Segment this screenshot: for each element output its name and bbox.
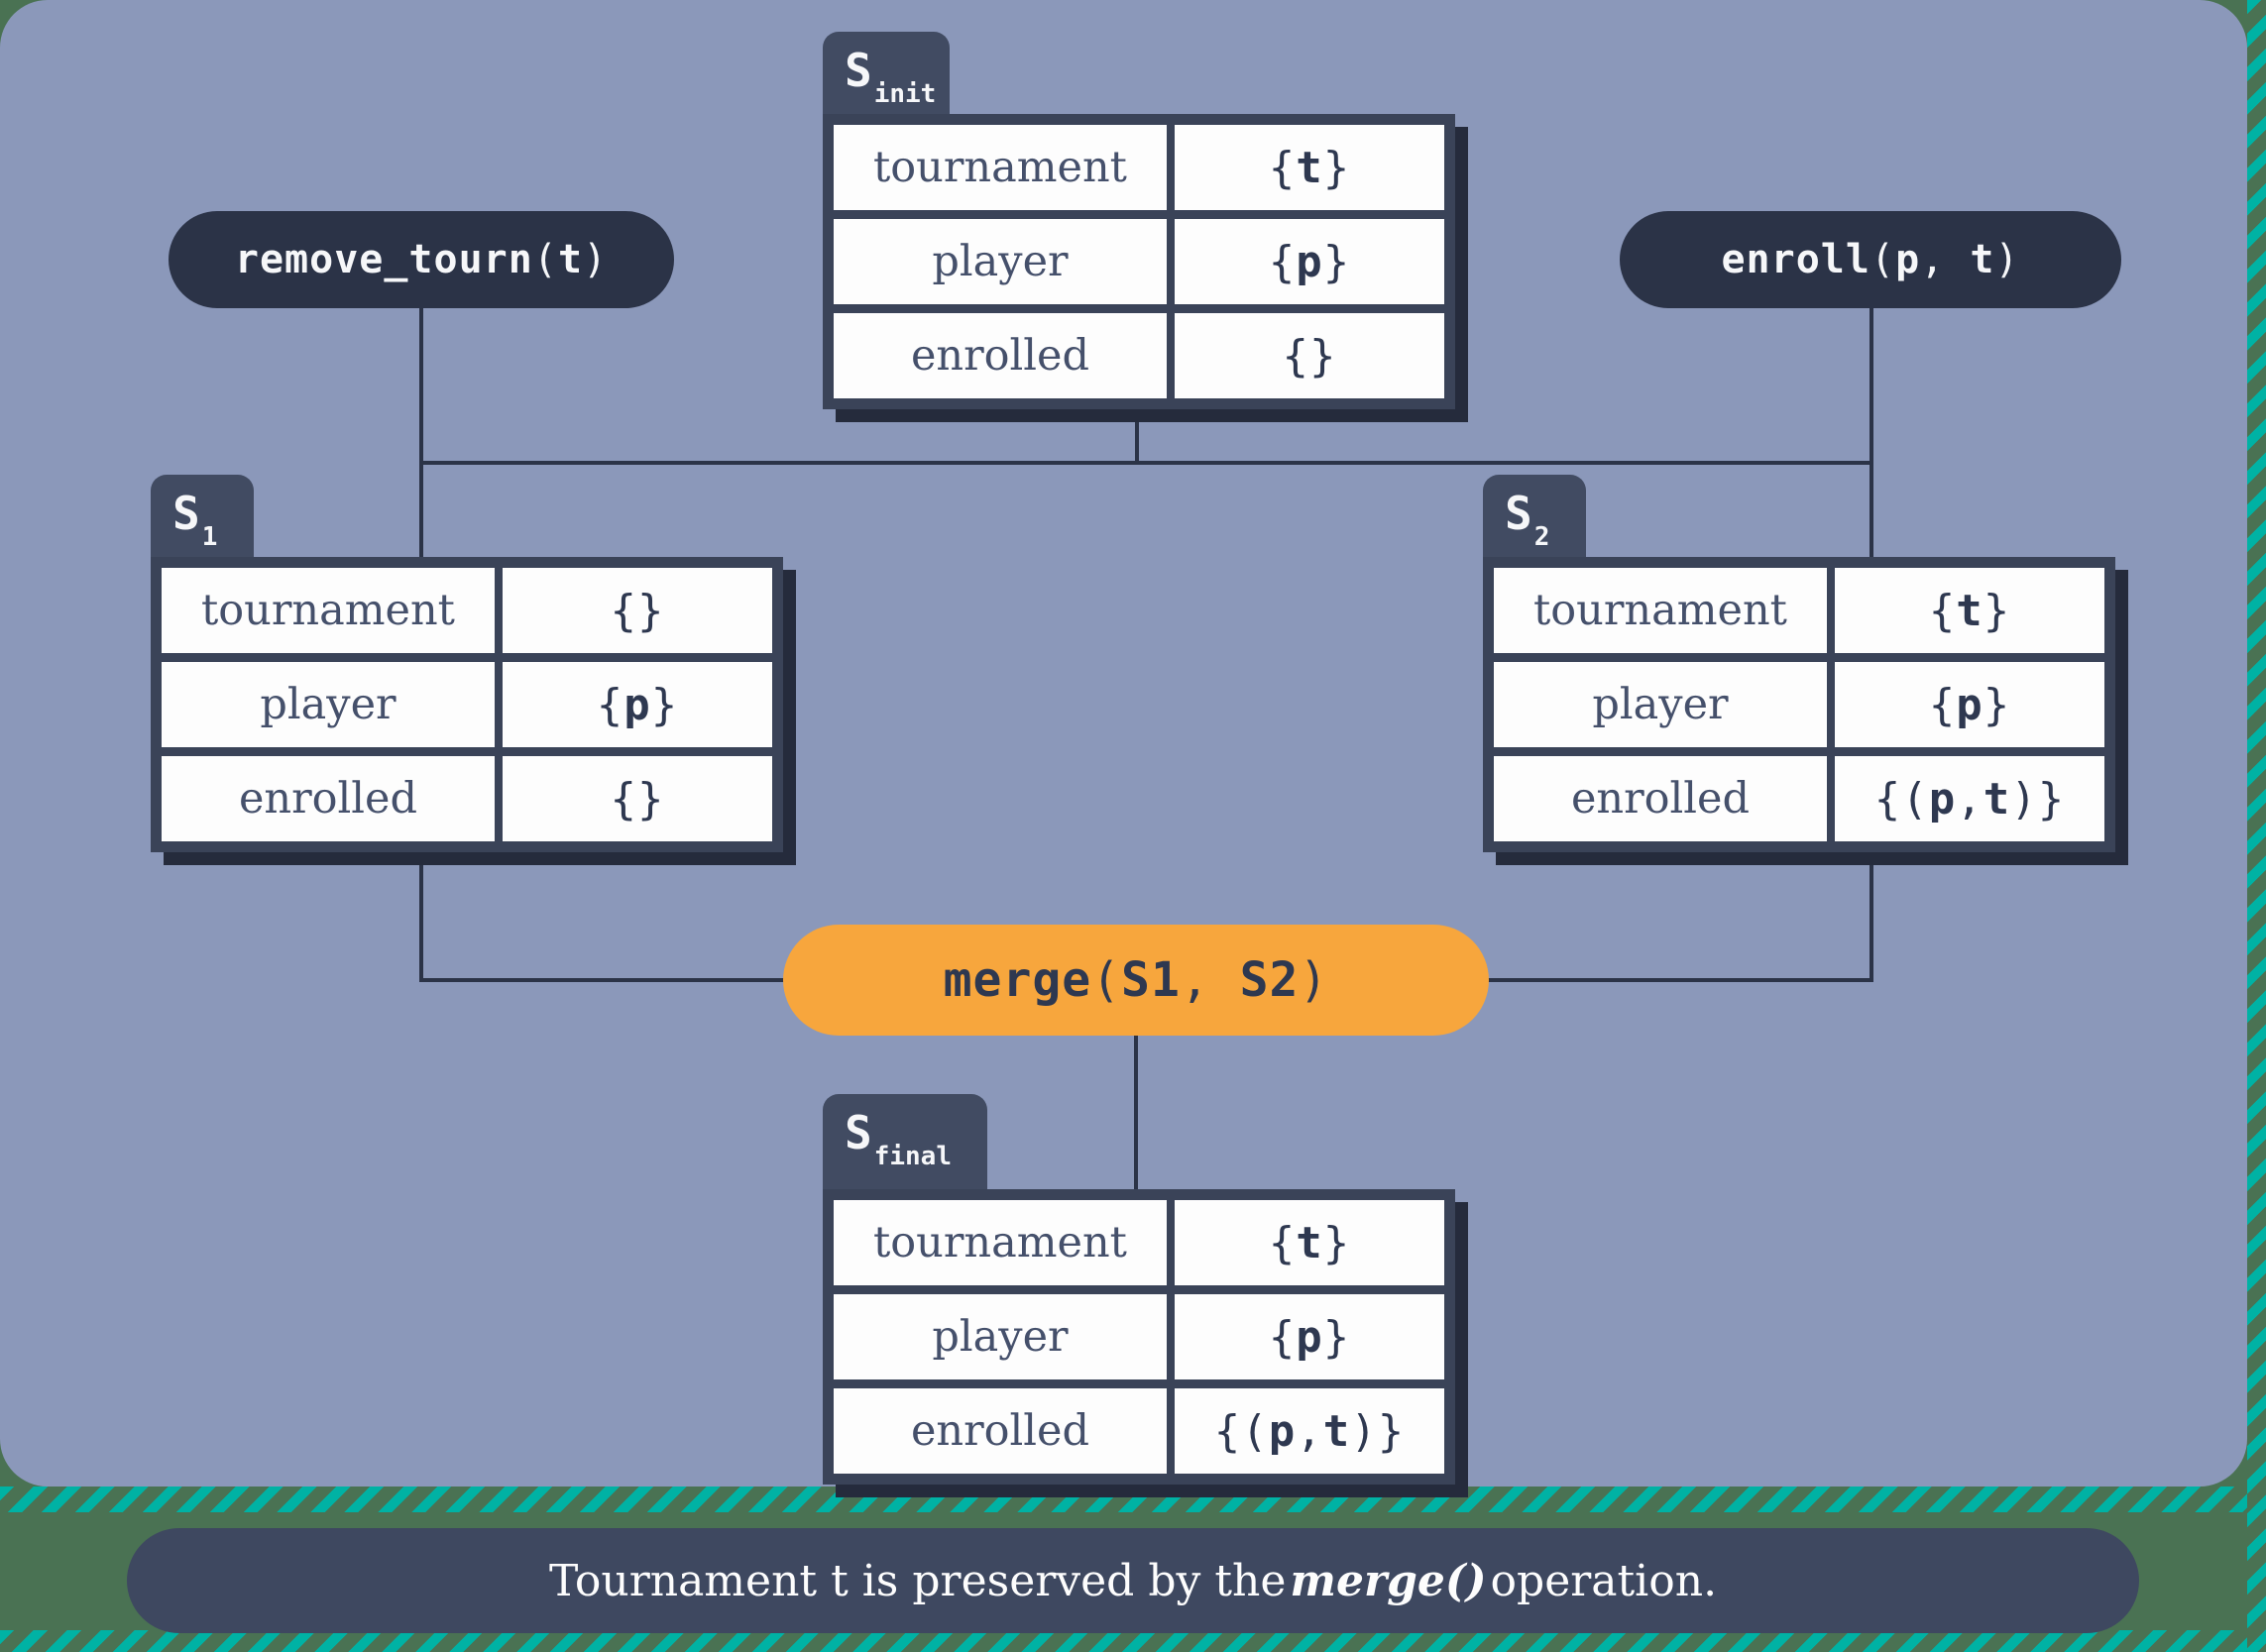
stripe-band-under-panel [0,1487,2266,1512]
state-table-s-final: tournament {t} player {p} enrolled {(p, … [823,1189,1455,1485]
field-value: {t} [1175,125,1444,210]
field-label: tournament [1494,568,1827,653]
stripe-band-right-edge [2247,0,2266,1652]
field-value: {p} [1175,1294,1444,1379]
connector-enroll-to-s2 [1869,302,1873,560]
field-label: player [834,219,1167,304]
caption-bar: Tournament t is preserved by the merge()… [127,1528,2139,1633]
state-label: S [172,487,200,540]
state-label: S [845,44,872,97]
field-label: tournament [834,1200,1167,1285]
state-label-subscript: 1 [201,522,218,552]
field-label: player [162,662,495,747]
connector-sinit-down [1135,405,1139,465]
operation-pill-enroll: enroll(p, t) [1620,211,2121,308]
field-value: {} [503,568,772,653]
field-value: {t} [1175,1200,1444,1285]
field-label: player [834,1294,1167,1379]
field-value: {(p, t)} [1835,756,2104,841]
connector-s1-to-merge [419,978,796,982]
field-value: {p} [503,662,772,747]
caption-highlight: merge() [1290,1555,1487,1606]
field-value: {} [503,756,772,841]
caption-text-before: Tournament t is preserved by the [548,1555,1287,1606]
operation-label: merge(S1, S2) [943,952,1329,1008]
connector-top-horizontal [419,461,1873,465]
state-tab-s-init: Sinit [823,32,950,115]
field-value: {p} [1175,219,1444,304]
field-value: {} [1175,313,1444,398]
field-value: {(p, t)} [1175,1388,1444,1474]
state-table-s1: tournament {} player {p} enrolled {} [151,557,783,852]
state-label: S [1505,487,1532,540]
state-tab-s1: S1 [151,475,254,558]
connector-s2-to-merge [1485,978,1873,982]
operation-pill-merge: merge(S1, S2) [783,925,1489,1036]
caption-text-after: operation. [1490,1555,1718,1606]
field-label: enrolled [1494,756,1827,841]
stripe-band-bottom-edge [0,1630,2266,1652]
field-label: enrolled [834,1388,1167,1474]
state-label-subscript: final [873,1142,952,1171]
state-tab-s2: S2 [1483,475,1586,558]
state-label: S [845,1106,872,1159]
connector-remove-to-s1 [419,302,423,560]
operation-label: remove_tourn(t) [234,237,609,282]
connector-s2-down [1869,848,1873,982]
field-value: {p} [1835,662,2104,747]
connector-s1-down [419,848,423,982]
state-tab-s-final: Sfinal [823,1094,987,1190]
field-label: enrolled [834,313,1167,398]
operation-label: enroll(p, t) [1721,237,2020,282]
state-label-subscript: 2 [1533,522,1550,552]
state-table-s2: tournament {t} player {p} enrolled {(p, … [1483,557,2115,852]
field-label: enrolled [162,756,495,841]
state-label-subscript: init [873,79,937,109]
field-label: tournament [834,125,1167,210]
field-label: tournament [162,568,495,653]
field-value: {t} [1835,568,2104,653]
state-table-s-init: tournament {t} player {p} enrolled {} [823,114,1455,409]
field-label: player [1494,662,1827,747]
operation-pill-remove-tourn: remove_tourn(t) [169,211,674,308]
connector-merge-to-sfinal [1134,1036,1138,1192]
